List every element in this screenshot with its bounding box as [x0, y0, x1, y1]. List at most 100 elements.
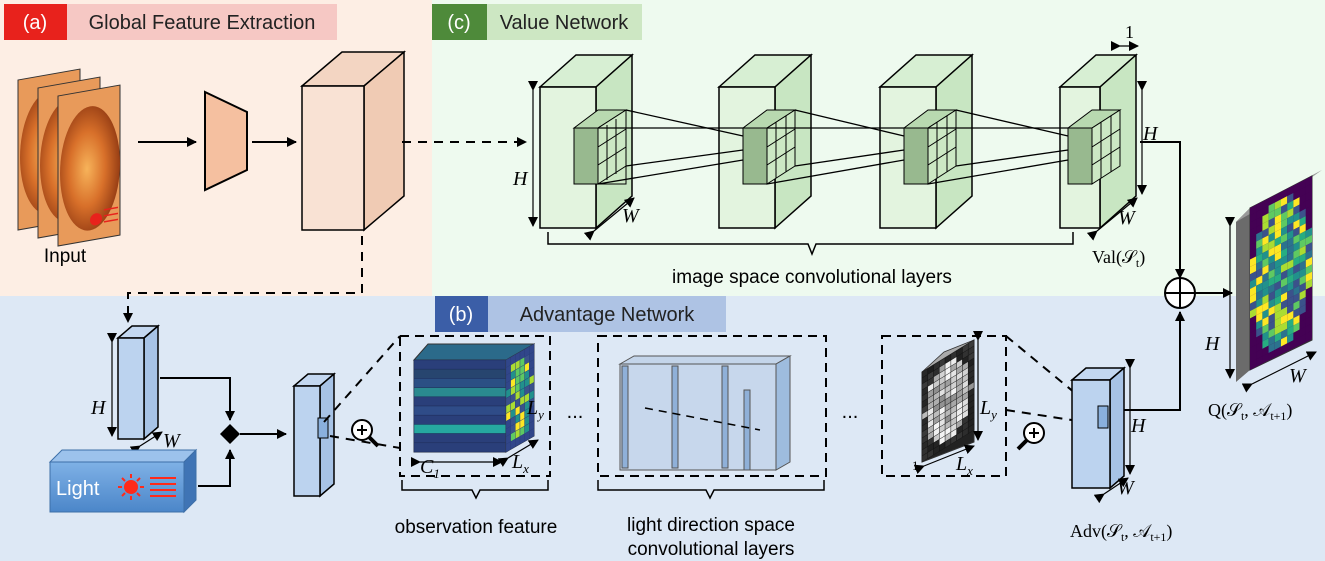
q-map-cell	[1305, 234, 1312, 246]
q-map-cell	[1268, 298, 1275, 309]
q-map-cell	[1305, 212, 1312, 224]
q-map-cell	[1293, 337, 1300, 348]
q-map-cell	[1281, 247, 1288, 259]
advantage-output-volume	[1069, 366, 1127, 490]
global-feature-volume	[299, 50, 407, 232]
q-map-cell	[1256, 289, 1263, 301]
q-map-cell	[1287, 266, 1294, 278]
obs-channel-stripe	[413, 414, 507, 425]
q-map-cell	[1293, 278, 1300, 289]
q-map-cell	[1274, 236, 1281, 247]
q-map-cell	[1256, 319, 1263, 330]
q-map-cell	[1287, 229, 1294, 241]
q-map-cell	[1299, 179, 1306, 190]
q-map-cell	[1250, 278, 1257, 289]
q-map-cell	[1299, 252, 1306, 264]
q-map-cell	[1281, 277, 1288, 288]
q-map-cell	[1299, 267, 1306, 279]
q-map-cell	[1293, 233, 1300, 245]
q-map-cell	[1287, 310, 1294, 322]
observation-feature-cube	[412, 343, 536, 453]
q-map-cell	[1293, 204, 1300, 216]
q-map-cell	[1287, 200, 1294, 211]
q-map-cell	[1256, 238, 1263, 249]
value-conv-volumes: H W W H 1	[512, 22, 1159, 241]
q-map-cell	[1281, 232, 1288, 244]
value-title: Value Network	[500, 12, 630, 34]
q-map-cell	[1293, 226, 1300, 238]
q-map-cell	[1287, 296, 1294, 307]
q-map-cell	[1305, 315, 1312, 327]
q-map-cell	[1250, 241, 1257, 253]
value-W-label: W	[622, 205, 641, 227]
q-map-cell	[1299, 274, 1306, 286]
q-map-cell	[1274, 250, 1281, 262]
light-label: Light	[56, 478, 100, 500]
value-header: (c) Value Network	[432, 4, 642, 40]
obs-channel-stripe	[413, 368, 507, 379]
obs-channel-stripe	[413, 433, 507, 444]
q-map-cell	[1256, 341, 1263, 353]
q-map-cell	[1281, 313, 1288, 325]
q-map-cell	[1268, 313, 1275, 324]
lightout-Ly-label: Ly	[979, 397, 997, 422]
q-map-cell	[1256, 208, 1263, 220]
q-map-cell	[1256, 334, 1263, 345]
q-map-cell	[1305, 176, 1312, 187]
q-map-cell	[1287, 215, 1294, 226]
arrow-adv-to-sum	[1124, 311, 1185, 411]
q-map-cell	[1281, 262, 1288, 273]
q-map-cell	[1293, 182, 1300, 193]
global-tag: (a)	[23, 12, 47, 34]
q-map-cell	[1287, 251, 1294, 263]
lightout-Lx-label: Lx	[955, 453, 973, 478]
value-out-channel-label: 1	[1125, 22, 1134, 42]
q-map-cell	[1299, 223, 1306, 234]
q-map-cell	[1268, 305, 1275, 317]
q-map-cell	[1305, 257, 1312, 268]
q-map-cell	[1299, 311, 1306, 323]
q-map-cell	[1287, 325, 1294, 337]
q-map-cell	[1293, 307, 1300, 319]
q-map-cell	[1250, 248, 1257, 260]
obs-C1-label: C1	[420, 456, 440, 481]
q-map-cell	[1305, 264, 1312, 275]
light-input-box: Light	[48, 448, 198, 514]
q-map-cell	[1262, 213, 1269, 224]
q-map-cell	[1305, 308, 1312, 320]
advantage-title: Advantage Network	[520, 304, 696, 326]
q-map-cell	[1274, 339, 1281, 350]
q-map-cell	[1256, 260, 1263, 272]
obs-Ly-label: Ly	[526, 397, 544, 422]
q-map-cell	[1256, 312, 1263, 323]
q-map-cell	[1281, 203, 1288, 215]
zoom-line-bottom	[329, 435, 401, 449]
q-map-cell	[1268, 290, 1275, 302]
q-map-cell	[1299, 186, 1306, 198]
q-map-cell	[1287, 192, 1294, 204]
q-map-cell	[1305, 271, 1312, 283]
q-label: Q(𝒮t, 𝒜t+1)	[1208, 400, 1292, 423]
q-map-cell	[1250, 271, 1257, 282]
q-map-cell	[1256, 245, 1263, 257]
q-map-cell	[1293, 256, 1300, 267]
q-map-cell	[1262, 308, 1269, 320]
q-map-cell	[1262, 301, 1269, 313]
q-map-cell	[1287, 340, 1294, 351]
q-map-cell	[1281, 188, 1288, 200]
q-map-cell	[1274, 192, 1281, 203]
sum-operator	[1164, 277, 1196, 309]
zoom-icon	[351, 419, 380, 448]
q-map-cell	[1274, 199, 1281, 210]
q-map-cell	[1305, 198, 1312, 209]
q-map-cell	[1256, 297, 1263, 308]
q-map-cell	[1293, 292, 1300, 304]
q-map-cell	[1299, 238, 1306, 249]
q-map-cell	[1268, 239, 1275, 250]
obs-channel-stripe	[413, 387, 507, 398]
value-out-W-label: W	[1118, 207, 1137, 229]
q-map-cell	[1305, 190, 1312, 202]
q-map-cell	[1250, 204, 1257, 216]
q-map-cell	[1287, 281, 1294, 292]
q-map-cell	[1262, 257, 1269, 268]
